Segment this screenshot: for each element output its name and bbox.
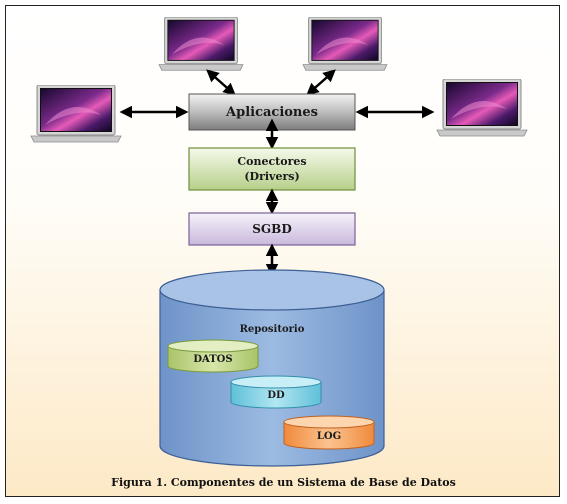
connectors-label-line1: Conectores xyxy=(237,155,306,168)
log-label: LOG xyxy=(317,431,341,442)
datos-cylinder: DATOS xyxy=(167,339,259,373)
repository-label: Repositorio xyxy=(240,324,305,335)
laptop-icon-left xyxy=(30,85,122,143)
laptop-icon-top-left xyxy=(158,17,244,71)
connectors-box: Conectores (Drivers) xyxy=(188,147,356,191)
applications-box: Aplicaciones xyxy=(188,93,356,131)
applications-label: Aplicaciones xyxy=(225,105,318,120)
arrow-laptop-top-left xyxy=(206,69,236,96)
dd-label: DD xyxy=(267,390,285,401)
arrow-laptop-top-right xyxy=(306,69,336,96)
figure-caption: Figura 1. Componentes de un Sistema de B… xyxy=(111,476,456,489)
connectors-label-line2: (Drivers) xyxy=(244,170,299,183)
sgbd-label: SGBD xyxy=(252,222,291,236)
laptop-icon-right xyxy=(436,79,528,137)
datos-label: DATOS xyxy=(193,354,232,365)
log-cylinder: LOG xyxy=(283,415,375,450)
dd-cylinder: DD xyxy=(230,375,322,409)
laptop-icon-top-right xyxy=(302,17,388,71)
sgbd-box: SGBD xyxy=(188,212,356,246)
